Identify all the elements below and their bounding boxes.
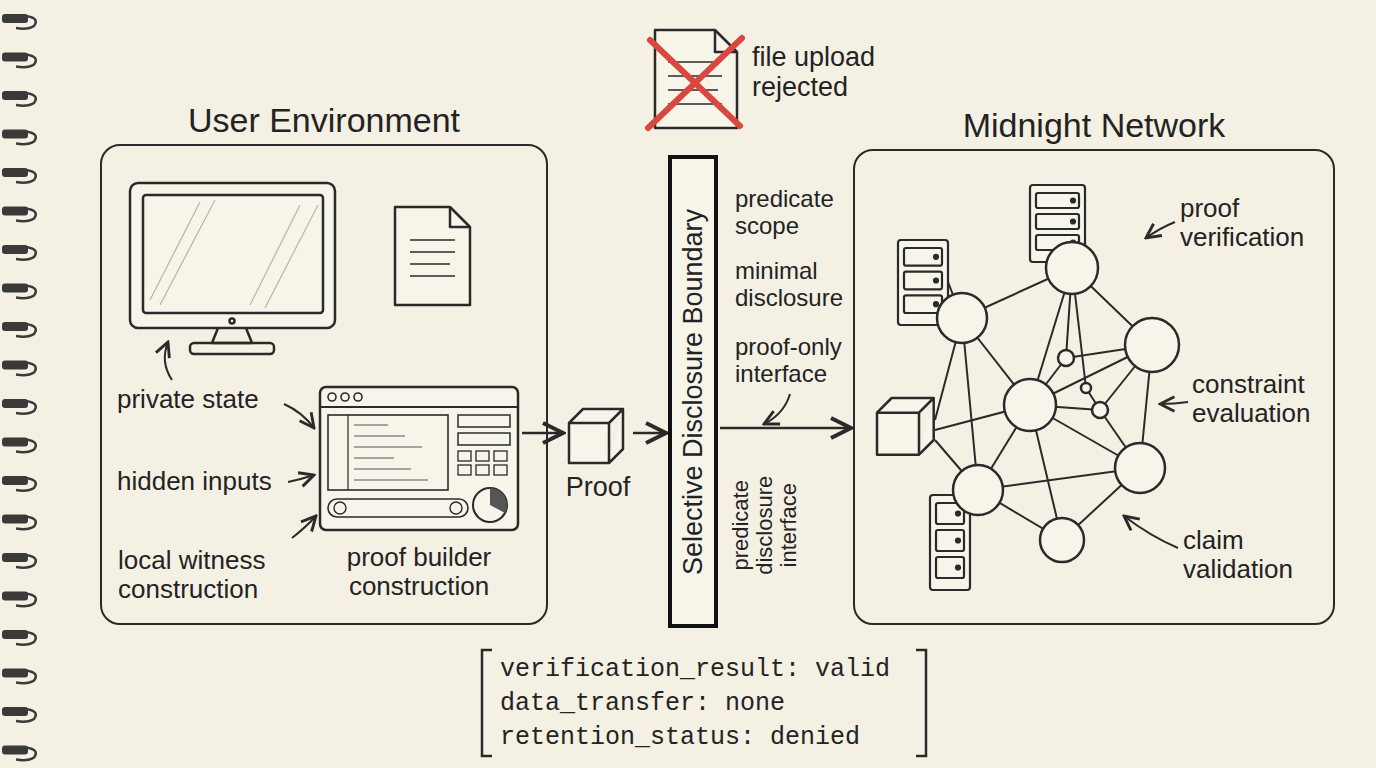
cube-label: Proof [550, 471, 646, 503]
boundary-note: predicate scope [735, 186, 860, 240]
callout-label: constraint evaluation [1192, 370, 1342, 428]
flow-arrow [633, 432, 666, 435]
status-line: verification_result: valid [500, 654, 890, 686]
monitor-icon [130, 183, 335, 354]
document-icon [395, 207, 470, 305]
status-line: retention_status: denied [500, 722, 860, 754]
boundary-bar: Selective Disclosure Boundary [668, 155, 718, 628]
spiral-binding [2, 14, 36, 760]
callout-label: hidden inputs [117, 467, 272, 496]
boundary-label: Selective Disclosure Boundary [677, 208, 709, 574]
proof-cube [565, 405, 631, 465]
note: file upload rejected [752, 42, 902, 102]
proof-builder-window [318, 385, 520, 533]
callout-label: private state [117, 385, 259, 414]
boundary-note: minimal disclosure [735, 258, 860, 312]
region-panel: Midnight Network [853, 105, 1335, 625]
boundary-note: proof-only interface [735, 334, 865, 388]
boundary-note: predicate disclosure interface [729, 450, 802, 600]
flow-arrow [720, 427, 851, 430]
flow-arrow [522, 432, 563, 435]
panel-heading: User Environment [100, 100, 548, 140]
result-block: verification_result: validdata_transfer:… [478, 646, 930, 760]
callout-label: claim validation [1183, 526, 1323, 584]
network-graph [877, 185, 1179, 590]
rejected-file-icon [648, 30, 742, 128]
callout-label: local witness construction [118, 546, 293, 604]
callout-label: proof verification [1180, 194, 1330, 252]
app-window: proof builder construction [318, 385, 520, 610]
proof-cube: Proof [560, 405, 636, 505]
status-line: data_transfer: none [500, 688, 785, 720]
box-caption: proof builder construction [318, 543, 520, 601]
panel-heading: Midnight Network [853, 105, 1335, 145]
